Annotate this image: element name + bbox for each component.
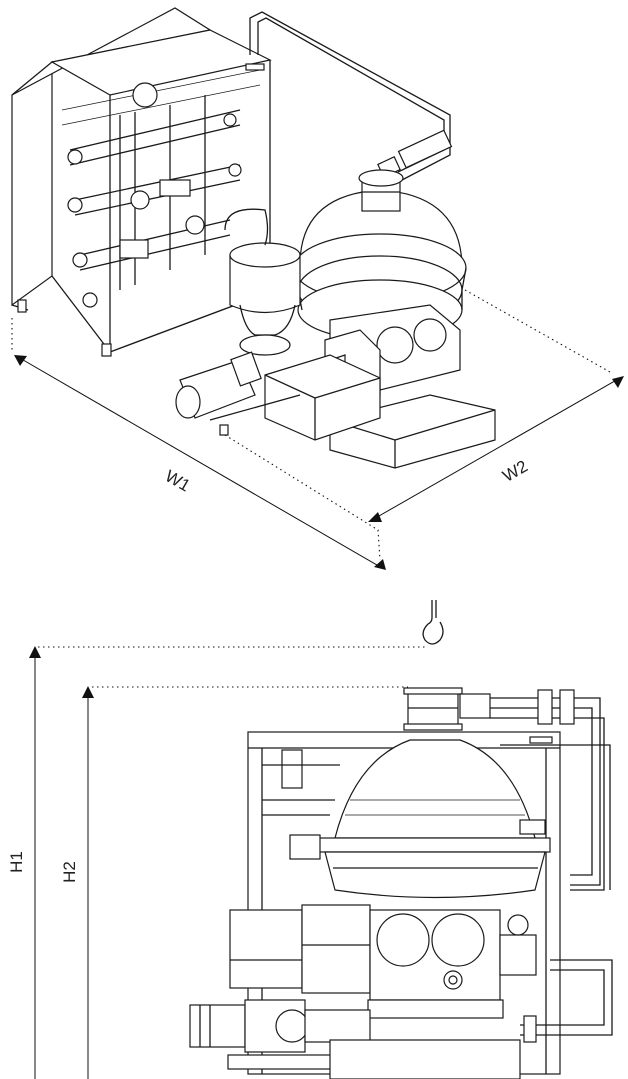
side-piping (490, 689, 613, 1043)
inlet-column (224, 208, 301, 356)
feed-pump (189, 999, 371, 1070)
frame-piping (262, 749, 546, 860)
front-elevation-view: H1 H2 (7, 600, 613, 1079)
h2-label: H2 (60, 861, 79, 883)
dimension-h1: H1 (7, 646, 428, 1079)
pump-motor (175, 351, 301, 436)
lifting-hook-icon (422, 600, 444, 645)
motor-housing-front (229, 904, 371, 994)
isometric-view: W1 W2 (11, 7, 624, 570)
valve-frame (11, 7, 272, 357)
w2-label: W2 (499, 457, 531, 486)
motor-housing (264, 354, 381, 441)
dimension-h2: H2 (60, 686, 408, 1079)
inlet-assembly (403, 687, 491, 731)
bowl-hood (317, 739, 551, 899)
top-inlet-pipe (249, 11, 453, 181)
h1-label: H1 (7, 851, 26, 873)
separator-frame-front (367, 909, 537, 1019)
w1-label: W1 (162, 466, 194, 495)
base-plinth-front (329, 1039, 521, 1079)
